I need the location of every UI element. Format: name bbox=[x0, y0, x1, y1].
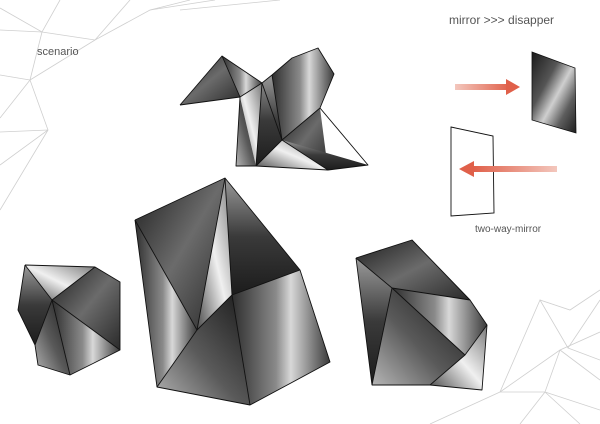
arrow-left-icon bbox=[459, 161, 557, 177]
two-way-mirror-label: two-way-mirror bbox=[475, 224, 542, 235]
polyhedron-right bbox=[355, 239, 488, 391]
mirror-panel bbox=[531, 51, 577, 134]
arrow-right-icon bbox=[455, 79, 520, 95]
polyhedron-left bbox=[17, 264, 121, 376]
polyhedron-bird bbox=[179, 47, 369, 171]
mirror-title: mirror >>> disapper bbox=[449, 13, 554, 27]
scenario-label: scenario bbox=[37, 46, 79, 58]
polyhedron-large bbox=[134, 177, 331, 406]
wireframe-top-left bbox=[0, 0, 281, 211]
wireframe-bottom-right bbox=[429, 289, 600, 424]
